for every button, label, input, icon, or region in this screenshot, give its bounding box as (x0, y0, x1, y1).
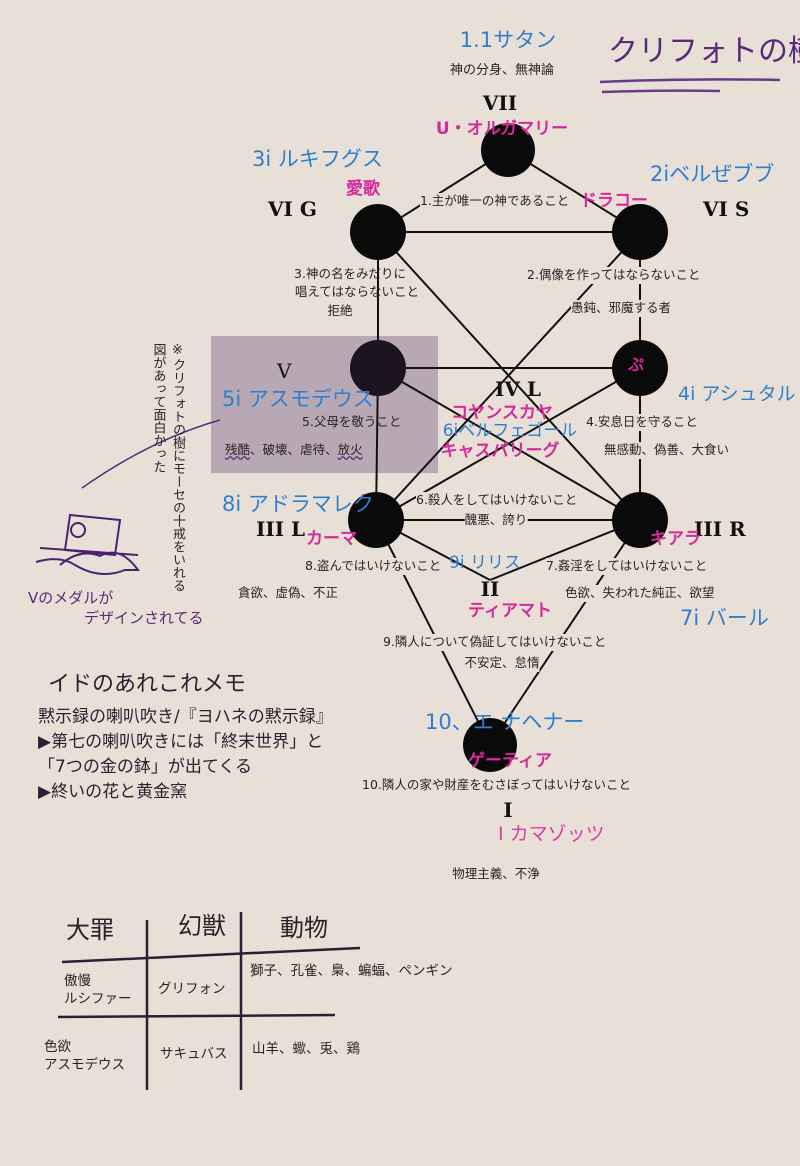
sephira-nodes (348, 123, 668, 772)
memo-line: ▶第七の喇叭吹きには「終末世界」と (38, 732, 324, 752)
node-2-desc: 愚鈍、邪魔する者 (571, 300, 672, 317)
node-4-alt: ぷ (628, 355, 645, 374)
node-9-alt: ティアマト (468, 601, 552, 621)
node-3l (348, 492, 404, 548)
node-10-alt2: I カマゾッツ (498, 823, 605, 845)
node-7-alt: キアラ (650, 529, 701, 549)
node-8-alt: カーマ (306, 529, 357, 549)
node-1-alt: U・オルガマリー (435, 119, 569, 139)
node-3-alt: 愛歌 (346, 179, 380, 199)
commandment-4: 4.安息日を守ること (586, 414, 698, 431)
commandment-1: 1.主が唯一の神であること (420, 193, 570, 210)
node-10-alt: ゲーティア (468, 751, 552, 771)
node-3r (612, 492, 668, 548)
row1-sin: 傲慢 (64, 973, 91, 989)
node-7-name: 7i バール (680, 606, 769, 630)
node-4 (612, 340, 668, 396)
commandment-10: 10.隣人の家や財産をむさぼってはいけないこと (362, 777, 632, 792)
node-6g (350, 204, 406, 260)
desc-part: 放火 (337, 442, 363, 457)
node-6s (612, 204, 668, 260)
node-5 (350, 340, 406, 396)
commandment-5: 5.父母を敬うこと (302, 414, 402, 429)
node-2-name: 2iベルぜブブ (650, 162, 775, 186)
memo-title: イドのあれこれメモ (48, 672, 247, 697)
table-grid (57, 912, 361, 1090)
table-header-sin: 大罪 (66, 916, 114, 944)
node-6-alt1: コヤンスカヤ (451, 403, 553, 423)
table-header-animal: 動物 (280, 914, 328, 942)
node-8-name: 8i アドラマレク (222, 492, 374, 516)
node-6-name: 6iベルフェゴール (442, 421, 578, 441)
node-7 (481, 123, 535, 177)
node-2-alt: ドラコー (580, 191, 648, 211)
node-8-desc: 貪欲、虚偽、不正 (238, 585, 339, 600)
row2-beast: サキュバス (160, 1046, 228, 1062)
node-9-name: 9i リリス (449, 553, 521, 573)
pointer-line (81, 419, 221, 489)
node-1-roman: VII (482, 91, 518, 115)
commandment-3b: 唱えてはならないこと (294, 284, 420, 299)
node-8-roman: III L (256, 517, 306, 541)
memo-line: 「7つの金の鉢」が出てくる (38, 757, 252, 777)
node-5-roman: V (277, 359, 292, 383)
commandment-9-desc: 不安定、怠惰 (464, 655, 540, 672)
row2-animals: 山羊、蠍、兎、鶏 (252, 1041, 360, 1057)
node-5-name: 5i アスモデウス (222, 387, 374, 411)
node-3-roman: VI G (268, 197, 317, 221)
desc-part: 残酷 (225, 442, 251, 457)
node-10-roman: I (503, 798, 513, 822)
node-10-name: 10、エ ナヘナー (425, 710, 585, 734)
memo-line: 黙示録の喇叭吹き/『ヨハネの黙示録』 (38, 707, 333, 727)
commandment-7: 7.姦淫をしてはいけないこと (546, 558, 708, 575)
desc-part: 虐待 (300, 442, 326, 457)
node-6-roman: IV L (495, 377, 541, 401)
side-note: ※クリフォトの樹にモーセの十戒をいれる図があって面白かった (150, 343, 186, 592)
hat-sketch-icon (35, 513, 140, 575)
page-title: クリフォトの樹 (608, 34, 800, 69)
node-1 (463, 718, 517, 772)
node-10-desc: 物理主義、不浄 (452, 866, 540, 881)
table-header-beast: 幻獣 (178, 912, 226, 940)
node-1-desc: 神の分身、無神論 (449, 63, 555, 78)
node-2-roman: VI S (703, 197, 750, 221)
node-3-name: 3i ルキフグス (252, 147, 383, 171)
commandment-9: 9.隣人について偽証してはいけないこと (383, 634, 607, 651)
memo-line: ▶終いの花と黄金窯 (38, 782, 188, 802)
node-6-alt2: キャスパリーグ (440, 441, 560, 461)
node-5-desc: 残酷、破壊、虐待、放火 (225, 442, 363, 457)
commandment-8: 8.盗んではいけないこと (305, 558, 442, 575)
row1-beast: グリフォン (158, 981, 226, 997)
commandment-6: 6.殺人をしてはいけないこと (416, 492, 578, 509)
node-7-roman: III R (694, 517, 746, 541)
row2-demon: アスモデウス (44, 1057, 125, 1073)
row1-animals: 獅子、孔雀、梟、蝙蝠、ペンギン (250, 963, 453, 979)
node-4-name: 4i アシュタルト (678, 383, 800, 405)
row2-sin: 色欲 (44, 1039, 71, 1055)
title-underline (599, 78, 781, 94)
node-1-name: 1.1サタン (459, 28, 557, 52)
sketch-caption-1: Vのメダルが (28, 589, 114, 607)
node-4-desc: 無感動、偽善、大食い (604, 442, 730, 459)
commandment-2: 2.偶像を作ってはならないこと (527, 267, 701, 284)
commandment-3a: 3.神の名をみだりに (294, 266, 406, 281)
row1-demon: ルシファー (64, 991, 132, 1007)
sketch-caption-2: デザインされてる (84, 609, 204, 627)
node-7-desc: 色欲、失われた純正、欲望 (565, 585, 715, 602)
desc-part: 破壊 (262, 442, 288, 457)
commandment-6-desc: 醜悪、誇り (464, 512, 528, 529)
node-9-roman: II (480, 577, 500, 601)
node-3-desc: 拒絶 (327, 303, 353, 318)
